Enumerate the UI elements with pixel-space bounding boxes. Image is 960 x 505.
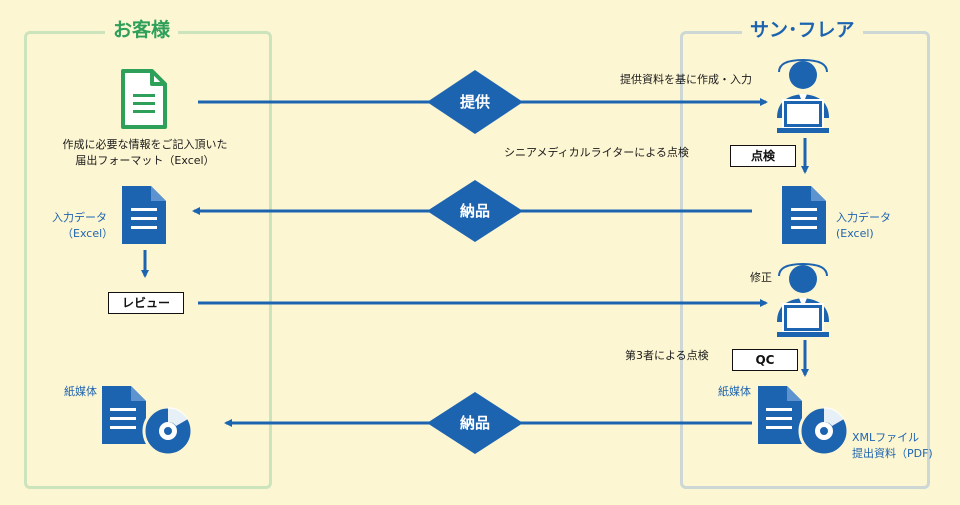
left-paper-media-label: 紙媒体	[64, 385, 97, 398]
fix-label: 修正	[750, 271, 772, 284]
operator-icon-2	[777, 262, 829, 337]
third-check-label: 第3者による点検	[625, 349, 709, 362]
right-paper-and-disc-icon	[758, 386, 850, 456]
provide-diamond	[427, 70, 523, 134]
form-document-icon	[121, 69, 167, 129]
deliver-label-2: 納品	[459, 414, 490, 432]
form-label-line2: 届出フォーマット（Excel）	[75, 154, 215, 167]
right-input-data-line2: (Excel)	[836, 227, 874, 240]
deliver-label-1: 納品	[459, 202, 490, 220]
form-label-line1: 作成に必要な情報をご記入頂いた	[62, 138, 228, 151]
provide-label: 提供	[459, 93, 490, 111]
left-input-data-line1: 入力データ	[52, 211, 107, 224]
xml-file-label: XMLファイル	[852, 431, 920, 444]
writer-check-label: シニアメディカルライターによる点検	[504, 146, 689, 159]
submission-pdf-label: 提出資料（PDF)	[852, 447, 933, 460]
paper-and-disc-icon	[102, 386, 194, 456]
right-input-data-line1: 入力データ	[836, 211, 891, 224]
operator-icon-1	[777, 58, 829, 133]
deliver-diamond-1	[427, 180, 523, 242]
right-input-data-document-icon	[782, 186, 826, 244]
sunflare-title: サン･フレア	[742, 18, 863, 42]
create-label: 提供資料を基に作成・入力	[620, 73, 752, 86]
qc-tag: QC	[732, 349, 798, 371]
customer-title: お客様	[105, 18, 179, 42]
input-data-document-icon	[122, 186, 166, 244]
check-tag: 点検	[730, 145, 796, 167]
right-paper-media-label: 紙媒体	[718, 385, 751, 398]
left-input-data-line2: （Excel）	[62, 227, 114, 240]
deliver-diamond-2	[427, 392, 523, 454]
review-tag: レビュー	[108, 292, 184, 314]
